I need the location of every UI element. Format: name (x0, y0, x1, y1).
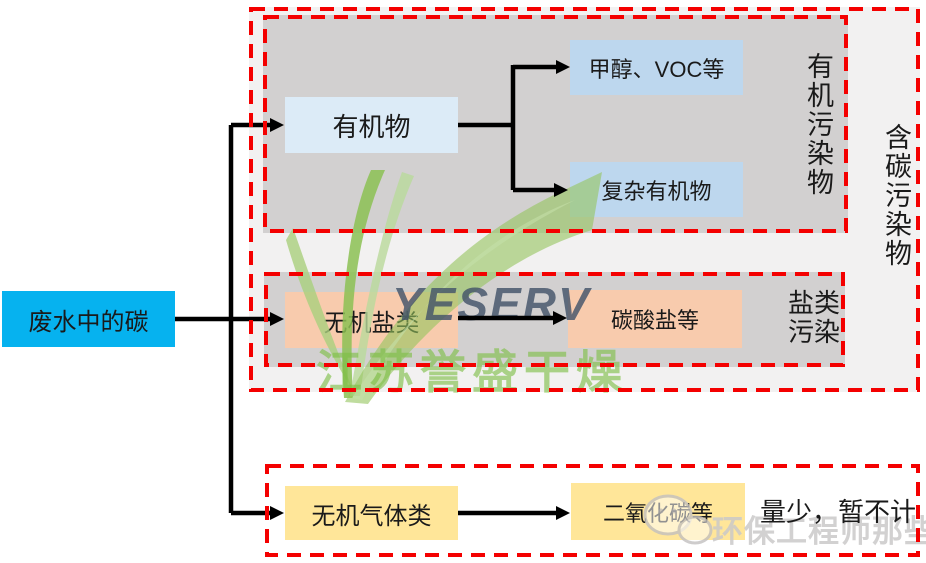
node-carbonates: 碳酸盐等 (568, 290, 742, 348)
node-complex-organics: 复杂有机物 (570, 162, 743, 217)
node-methanol-voc: 甲醇、VOC等 (570, 40, 743, 95)
organic-category-label: 有机污染物 (803, 52, 833, 197)
node-inorganic-salts: 无机盐类 (285, 292, 458, 348)
node-carbon-dioxide: 二氧化碳等 (571, 483, 745, 540)
node-wastewater-carbon: 废水中的碳 (2, 291, 175, 347)
node-inorganic-gases: 无机气体类 (285, 486, 458, 540)
salt-category-line1: 盐类 (787, 288, 840, 318)
node-organic-matter: 有机物 (285, 97, 458, 153)
salt-category-label: 盐类 污染 (781, 289, 847, 347)
salt-category-line2: 污染 (787, 317, 840, 347)
gas-note-label: 量少，暂不计 (760, 497, 917, 527)
carbon-pollutant-category-label: 含碳污染物 (881, 123, 911, 268)
